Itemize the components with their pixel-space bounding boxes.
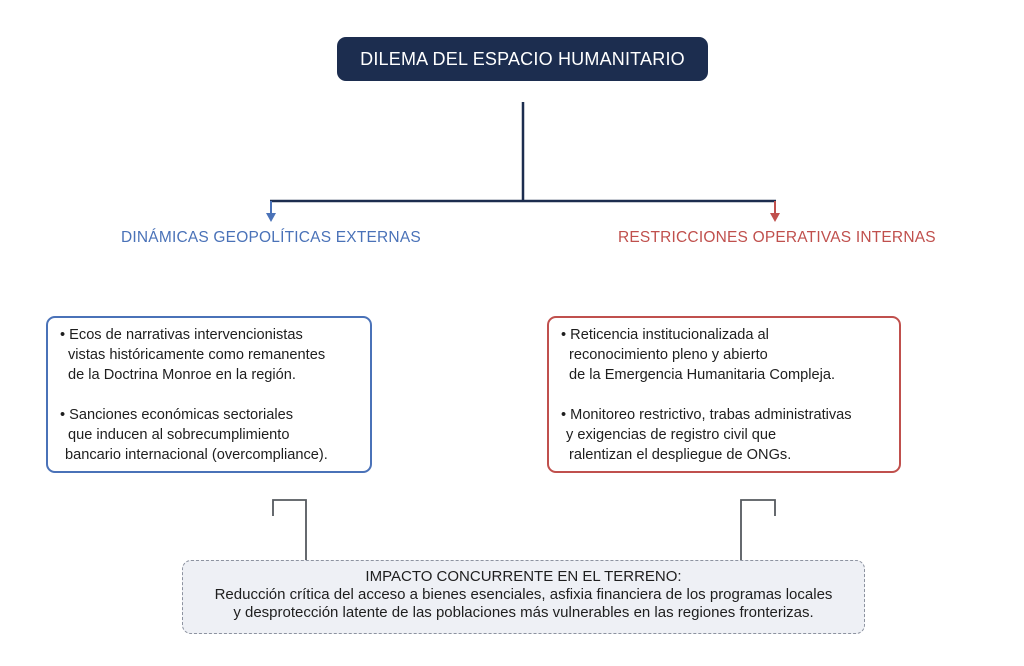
bullet-line: reconocimiento pleno y abierto <box>569 347 768 363</box>
left-impact-connector <box>272 499 307 584</box>
impact-line: y desprotección latente de las poblacion… <box>233 604 814 621</box>
bullet-line: que inducen al sobrecumplimiento <box>68 427 290 443</box>
bullet-item: • Ecos de narrativas intervencionistas v… <box>60 325 360 385</box>
impact-line: Reducción crítica del acceso a bienes es… <box>214 586 833 603</box>
bullet-line: de la Doctrina Monroe en la región. <box>68 367 296 383</box>
bullet-line: • Reticencia institucionalizada al <box>561 327 769 343</box>
branch-label-external: DINÁMICAS GEOPOLÍTICAS EXTERNAS <box>121 229 421 246</box>
diagram-title: DILEMA DEL ESPACIO HUMANITARIO <box>337 37 708 81</box>
bullet-line: • Ecos de narrativas intervencionistas <box>60 327 303 343</box>
bullet-line: • Monitoreo restrictivo, trabas administ… <box>561 407 852 423</box>
right-impact-connector <box>740 499 776 584</box>
right-arrow-icon <box>770 213 780 222</box>
left-arrow-icon <box>266 213 276 222</box>
bullet-line: bancario internacional (overcompliance). <box>65 447 328 463</box>
bullet-item: • Monitoreo restrictivo, trabas administ… <box>561 405 889 465</box>
bullet-line: de la Emergencia Humanitaria Compleja. <box>569 367 836 383</box>
impact-box: IMPACTO CONCURRENTE EN EL TERRENO: Reduc… <box>182 560 865 634</box>
branch-label-internal: RESTRICCIONES OPERATIVAS INTERNAS <box>618 229 936 246</box>
internal-restrictions-card: • Reticencia institucionalizada al recon… <box>547 316 901 473</box>
bullet-line: ralentizan el despliegue de ONGs. <box>569 447 792 463</box>
bullet-item: • Sanciones económicas sectoriales que i… <box>60 405 360 465</box>
bullet-item: • Reticencia institucionalizada al recon… <box>561 325 889 385</box>
impact-heading: IMPACTO CONCURRENTE EN EL TERRENO: <box>365 568 682 585</box>
bullet-line: vistas históricamente como remanentes <box>68 347 326 363</box>
bullet-line: y exigencias de registro civil que <box>566 427 777 443</box>
bullet-line: • Sanciones económicas sectoriales <box>60 407 294 423</box>
external-dynamics-card: • Ecos de narrativas intervencionistas v… <box>46 316 372 473</box>
